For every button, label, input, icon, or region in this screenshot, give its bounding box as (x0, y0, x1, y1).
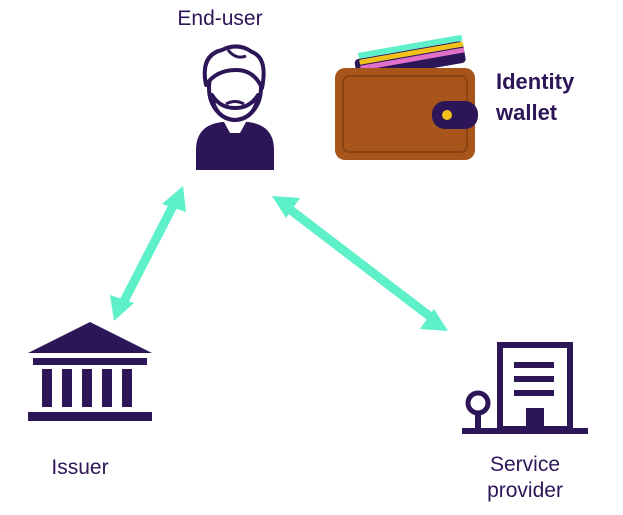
identity-wallet-label: Identity wallet (496, 66, 574, 128)
end-user-label: End-user (177, 7, 263, 30)
arrow-enduser-issuer (110, 186, 186, 321)
service-provider-label-line2: provider (487, 479, 563, 502)
service-provider-label-line1: Service (489, 453, 561, 476)
wallet-label-line1: Identity (496, 69, 575, 94)
bank-building-icon (28, 322, 152, 421)
service-provider-label: Service provider (440, 452, 610, 504)
issuer-label: Issuer (51, 456, 109, 479)
office-building-icon (462, 342, 588, 434)
arrow-enduser-serviceprovider (272, 196, 448, 331)
wallet-label-line2: wallet (496, 100, 558, 125)
wallet-icon (335, 34, 478, 160)
person-icon (196, 44, 274, 170)
